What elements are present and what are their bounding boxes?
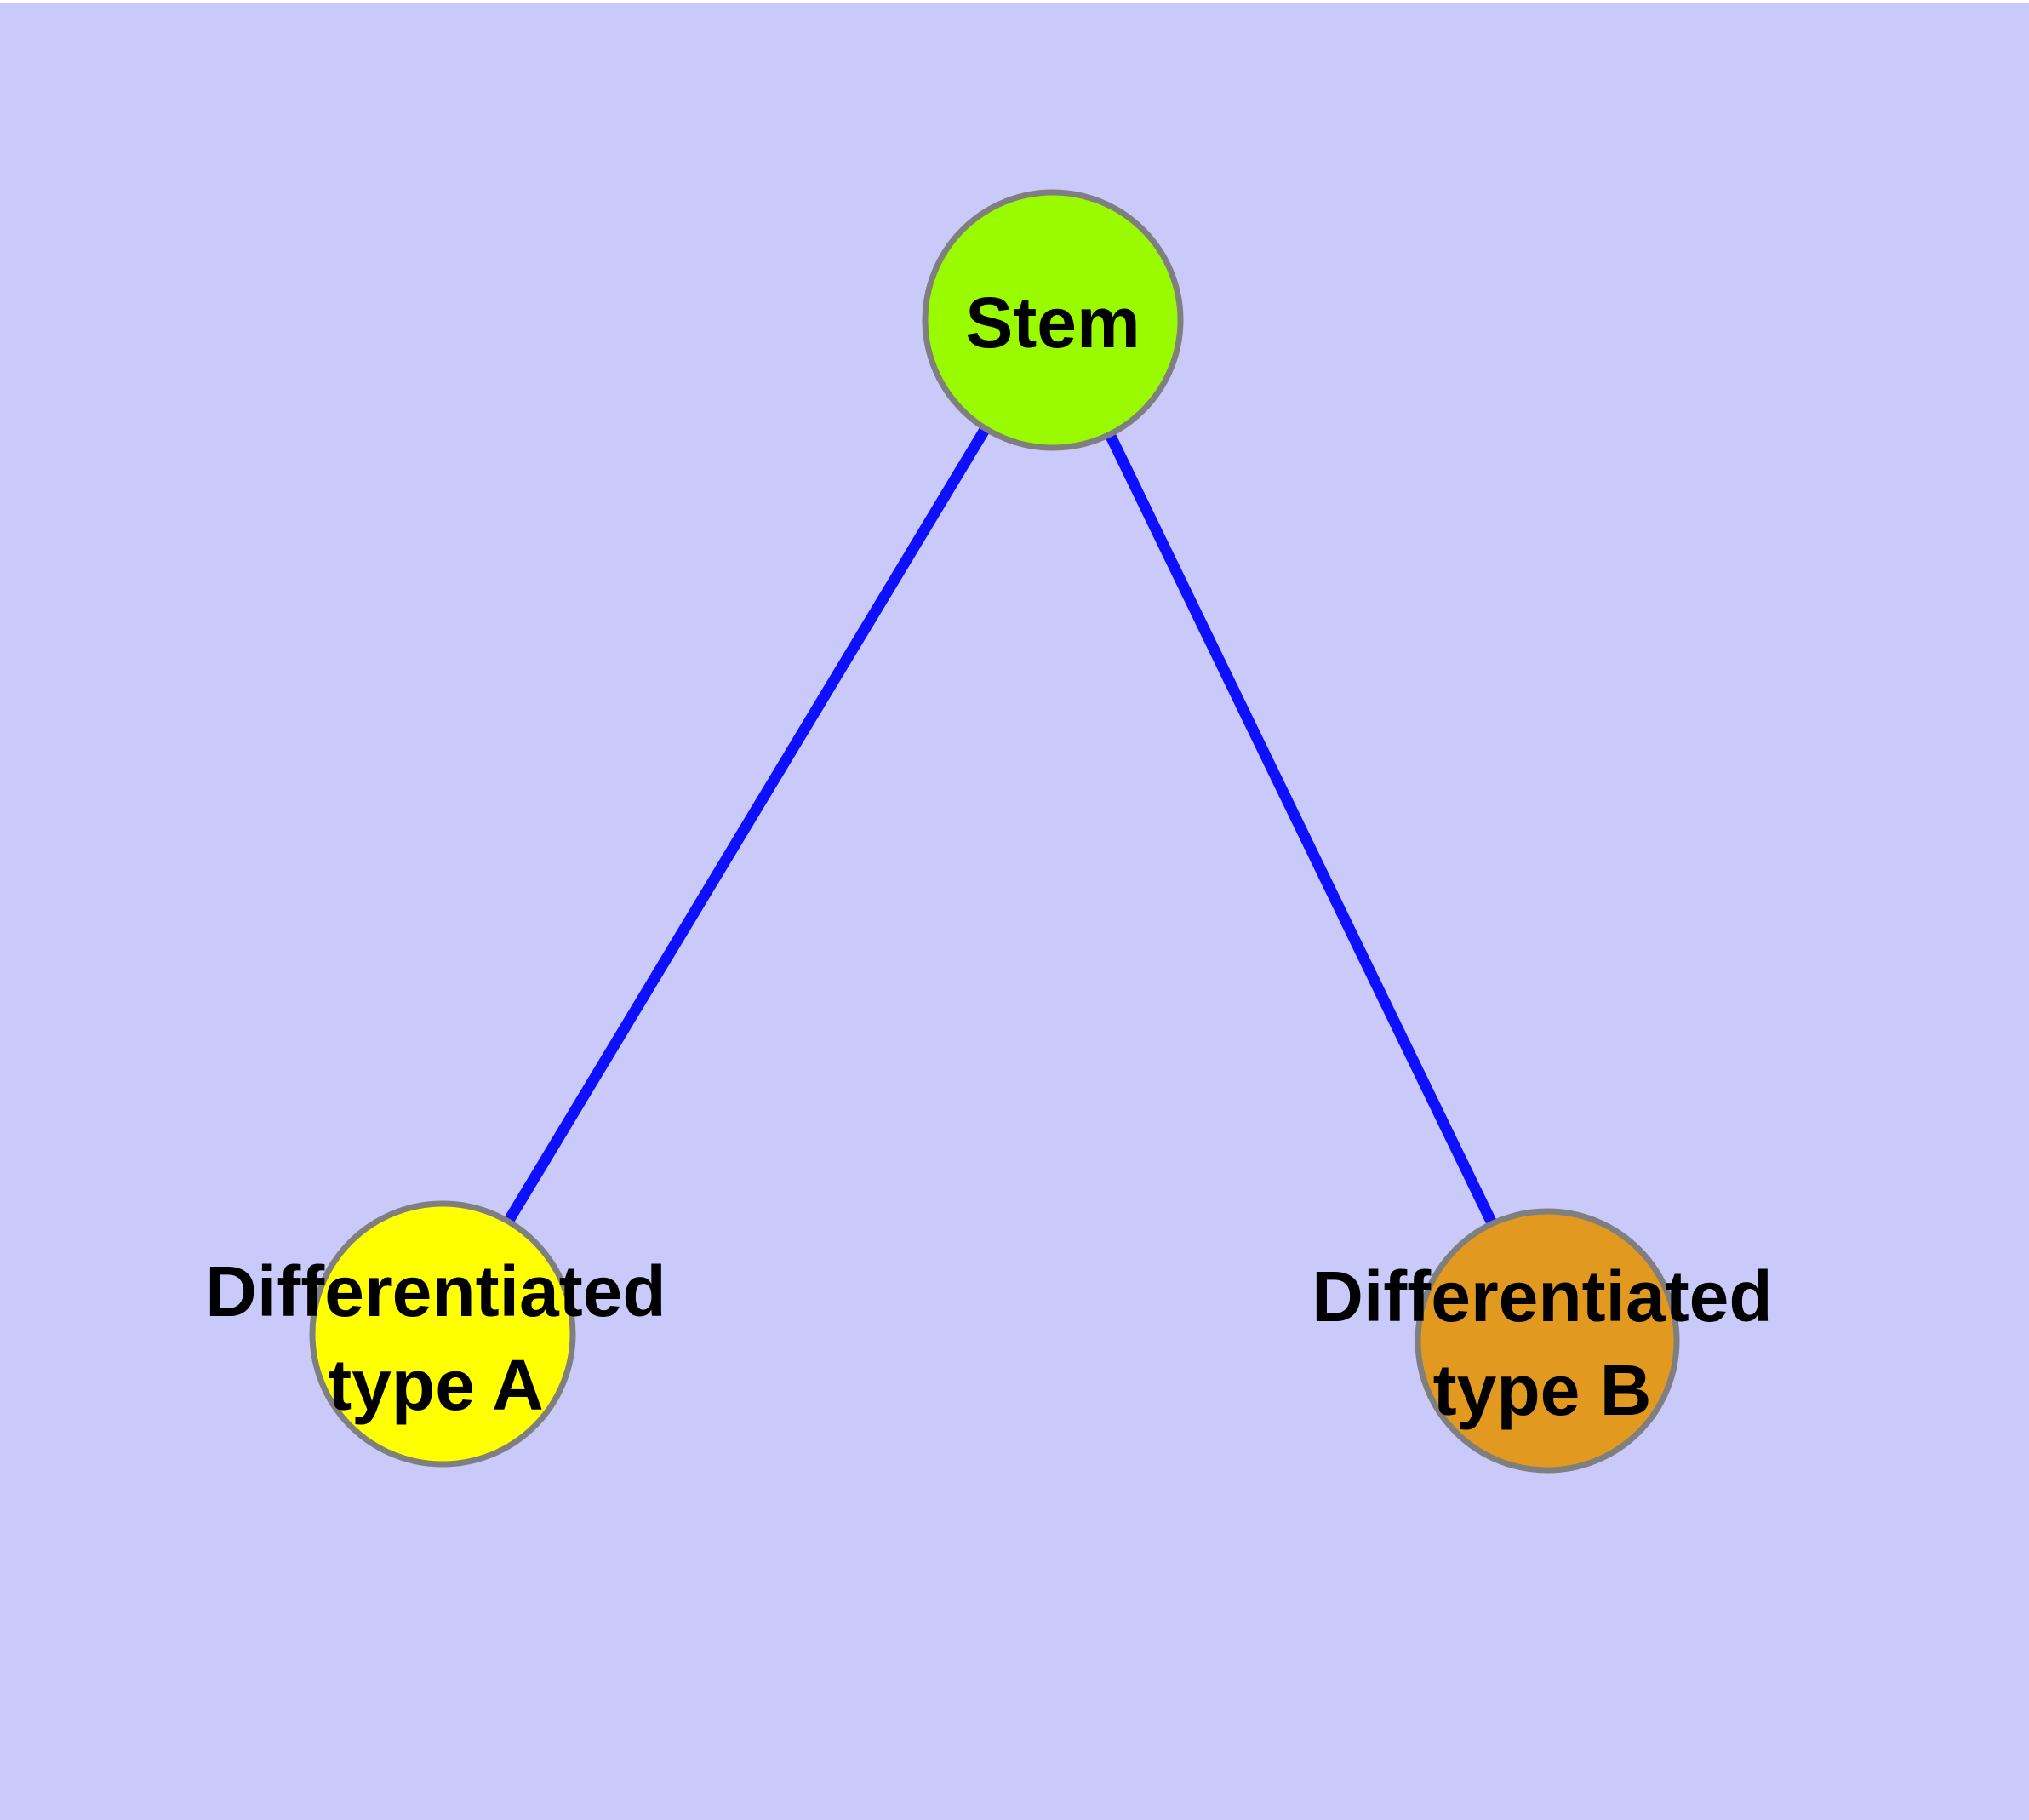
edge-stem-to-type-b — [1048, 314, 1552, 1340]
differentiated-type-a-node-label: Differentiated type A — [205, 1245, 666, 1432]
edge-stem-to-type-a — [437, 313, 1058, 1334]
differentiated-type-b-node-label: Differentiated type B — [1312, 1250, 1772, 1437]
stem-node-circle — [922, 189, 1184, 451]
stem-node-label: Stem — [965, 283, 1140, 363]
differentiated-type-a-label-line2: type A — [328, 1345, 544, 1425]
graph-diagram — [309, 189, 1680, 1474]
differentiated-type-a-node-circle — [309, 1200, 576, 1468]
diagram-canvas: Stem Differentiated type A Differentiate… — [0, 3, 2029, 1820]
differentiated-type-a-label-line1: Differentiated — [205, 1251, 666, 1331]
differentiated-type-b-label-line1: Differentiated — [1312, 1256, 1773, 1336]
differentiated-type-b-label-line2: type B — [1432, 1350, 1652, 1430]
differentiated-type-b-node-circle — [1415, 1208, 1680, 1474]
